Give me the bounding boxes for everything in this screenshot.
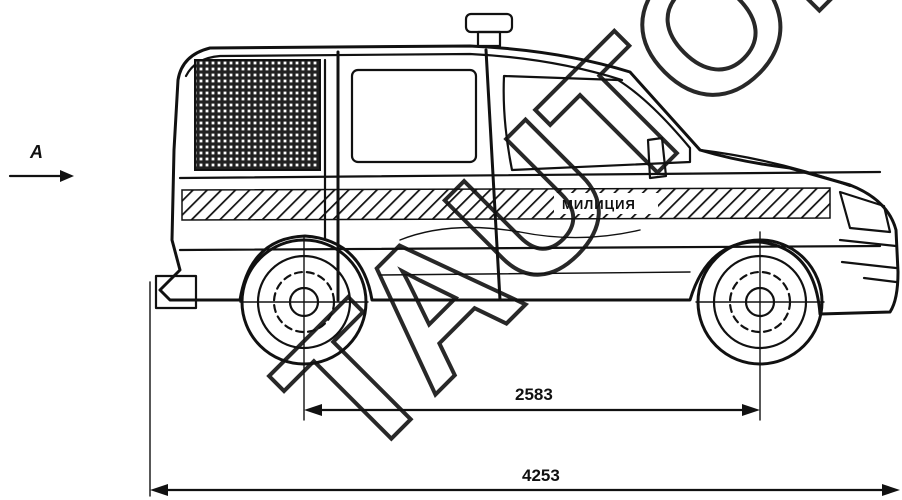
view-label: A (29, 142, 43, 162)
overall-length-dimension: 4253 (150, 466, 900, 496)
stripe-label: МИЛИЦИЯ (562, 197, 636, 212)
police-stripe (181, 187, 831, 221)
view-direction-indicator: A (8, 142, 74, 182)
beacon-base (476, 30, 502, 48)
belt-line (178, 170, 882, 180)
body-outline (158, 44, 900, 316)
door-contour (399, 226, 641, 241)
vehicle-body: МИЛИЦИЯ (154, 12, 900, 316)
dimension-extension-lines (149, 231, 825, 497)
lower-body-line (178, 244, 882, 252)
overall-length-value: 4253 (522, 466, 560, 485)
wheelbase-value: 2583 (515, 385, 553, 404)
rear-bumper (154, 274, 198, 310)
view-arrow-head (60, 170, 74, 182)
front-door-window (502, 74, 692, 172)
sliding-door-window (350, 68, 478, 164)
side-mirror (646, 136, 668, 180)
rear-cargo-window-grid (194, 59, 321, 171)
roof-beacon (464, 12, 514, 34)
wheelbase-dimension: 2583 (304, 385, 760, 416)
stripe-label-bg (554, 193, 658, 214)
headlight (838, 190, 892, 234)
sill-line (379, 271, 691, 276)
hood-line (698, 148, 852, 188)
front-bumper-lines (838, 238, 898, 284)
